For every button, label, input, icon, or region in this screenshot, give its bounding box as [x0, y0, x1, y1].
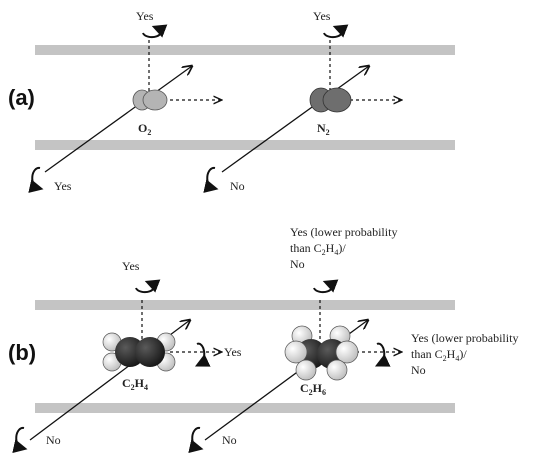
n2-axial-rotation-label: No [230, 179, 245, 193]
c2h6-axial-rotation-icon [188, 426, 204, 453]
o2-label: O2 [138, 121, 151, 137]
o2-axial-axis [44, 66, 192, 173]
o2-atom-right [142, 89, 168, 111]
o2-molecule-group: O2 Yes Yes [28, 9, 222, 193]
n2-axial-axis [221, 66, 369, 173]
c2h6-vertical-label-line3: No [290, 257, 305, 271]
c2h6-hydrogen-3 [284, 340, 308, 364]
n2-atom-right [322, 87, 352, 113]
c2h6-hydrogen-5 [295, 359, 317, 381]
o2-vertical-rotation-icon [142, 24, 168, 39]
n2-molecule-group: N2 Yes No [203, 9, 402, 193]
pore-wall-bottom-a [35, 140, 455, 150]
pore-wall-top-b [35, 300, 455, 310]
c2h6-horizontal-label-line1: Yes (lower probability [411, 331, 518, 345]
c2h4-label: C2H4 [122, 376, 148, 392]
c2h6-hydrogen-6 [326, 359, 348, 381]
c2h4-axial-rotation-icon [12, 426, 28, 453]
c2h6-horizontal-rotation-icon [374, 342, 391, 367]
panel-label-a: (a) [8, 85, 35, 110]
c2h6-hydrogen-4 [335, 340, 359, 364]
c2h6-vertical-rotation-icon [313, 279, 339, 294]
c2h6-horizontal-label-line2: than C2H4)/ [411, 347, 467, 363]
c2h6-molecule-group: C2H6 Yes (lower probability than C2H4)/ … [188, 225, 518, 453]
n2-axial-rotation-icon [203, 166, 219, 193]
c2h6-vertical-label-line1: Yes (lower probability [290, 225, 397, 239]
c2h4-horizontal-rotation-label: Yes [224, 345, 242, 359]
c2h6-vertical-label-line2: than C2H4)/ [290, 241, 346, 257]
o2-axial-rotation-icon [28, 166, 44, 193]
c2h6-horizontal-label-line3: No [411, 363, 426, 377]
c2h4-horizontal-rotation-icon [194, 342, 211, 367]
pore-wall-bottom-b [35, 403, 455, 413]
o2-axial-rotation-label: Yes [54, 179, 72, 193]
n2-vertical-rotation-icon [323, 24, 349, 39]
n2-label: N2 [317, 121, 330, 137]
panel-label-b: (b) [8, 340, 36, 365]
o2-vertical-rotation-label: Yes [136, 9, 154, 23]
pore-wall-top-a [35, 45, 455, 55]
c2h6-label: C2H6 [300, 381, 326, 397]
c2h4-vertical-rotation-icon [135, 279, 161, 294]
c2h4-molecule-group: C2H4 Yes Yes No [12, 259, 242, 453]
c2h6-axial-rotation-label: No [222, 433, 237, 447]
c2h4-carbon-2 [135, 337, 165, 367]
c2h4-axial-rotation-label: No [46, 433, 61, 447]
c2h4-vertical-rotation-label: Yes [122, 259, 140, 273]
n2-vertical-rotation-label: Yes [313, 9, 331, 23]
